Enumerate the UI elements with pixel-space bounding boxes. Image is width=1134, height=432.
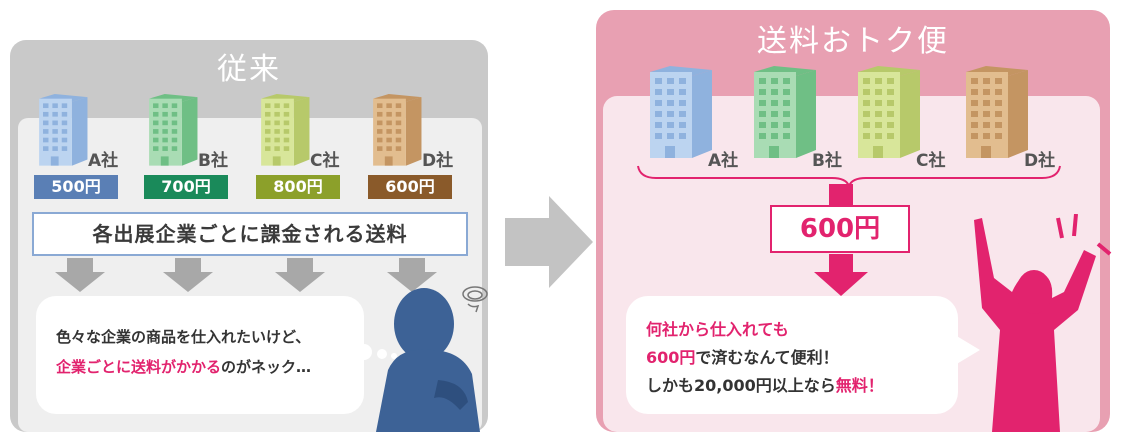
company-label: B社 xyxy=(812,151,842,171)
building-icon xyxy=(854,66,926,162)
building-icon xyxy=(646,66,718,162)
down-arrow-icon xyxy=(55,258,105,292)
building-icon xyxy=(370,94,442,190)
bubble-line: 600円で済むなんて便利！ xyxy=(646,344,946,372)
bubble-text-rest: のがネック… xyxy=(221,358,312,376)
building-icon xyxy=(750,66,822,162)
thought-dots-icon xyxy=(356,344,397,360)
company-label: D社 xyxy=(422,151,454,171)
building-icon xyxy=(258,94,330,190)
company-label: A社 xyxy=(88,151,119,171)
bubble-line: 何社から仕入れても xyxy=(646,320,789,339)
highlight-text: 600円 xyxy=(646,348,696,367)
building-icon xyxy=(146,94,218,190)
excitement-marks-icon xyxy=(1056,214,1112,256)
down-arrow-pink-icon xyxy=(814,254,868,296)
down-arrow-icon xyxy=(387,258,437,292)
happy-woman-silhouette xyxy=(974,218,1096,432)
bubble-line: しかも20,000円以上なら無料！ xyxy=(646,372,946,400)
company-price-tag: 800円 xyxy=(256,175,340,199)
conventional-bubble-text: 色々な企業の商品を仕入れたいけど、 企業ごとに送料がかかるのがネック… xyxy=(56,322,356,382)
connector-bar xyxy=(829,184,853,206)
company-price-tag: 700円 xyxy=(144,175,228,199)
building-icon xyxy=(36,94,108,190)
bubble-tail xyxy=(950,332,980,368)
down-arrow-icon xyxy=(163,258,213,292)
otoku-title: 送料おトク便 xyxy=(757,24,949,59)
confused-scribble-icon xyxy=(462,286,488,313)
otoku-speech-bubble xyxy=(626,296,958,414)
highlight-text: 企業ごとに送料がかかる xyxy=(56,358,222,376)
company-label: A社 xyxy=(708,151,739,171)
highlight-text: 無料！ xyxy=(835,376,884,395)
down-arrow-icon xyxy=(275,258,325,292)
company-label: C社 xyxy=(310,151,340,171)
company-price-tag: 600円 xyxy=(368,175,452,199)
conventional-speech-bubble xyxy=(36,296,364,414)
company-label: D社 xyxy=(1024,151,1056,171)
company-label: C社 xyxy=(916,151,946,171)
bubble-text-rest: しかも20,000円以上なら xyxy=(646,376,836,395)
flat-price-box: 600円 xyxy=(770,205,910,253)
per-company-shipping-banner: 各出展企業ごとに課金される送料 xyxy=(32,212,468,256)
transition-arrow-icon xyxy=(505,196,593,288)
bubble-line: 色々な企業の商品を仕入れたいけど、 xyxy=(56,328,311,346)
otoku-bubble-text: 何社から仕入れても 600円で済むなんて便利！ しかも20,000円以上なら無料… xyxy=(646,316,946,400)
bubble-line: 企業ごとに送料がかかるのがネック… xyxy=(56,352,356,382)
building-icon xyxy=(962,66,1034,162)
bubble-text-rest: で済むなんて便利！ xyxy=(695,348,839,367)
company-price-tag: 500円 xyxy=(34,175,118,199)
conventional-title: 従来 xyxy=(217,52,281,87)
company-label: B社 xyxy=(198,151,228,171)
worried-man-silhouette xyxy=(376,288,480,432)
